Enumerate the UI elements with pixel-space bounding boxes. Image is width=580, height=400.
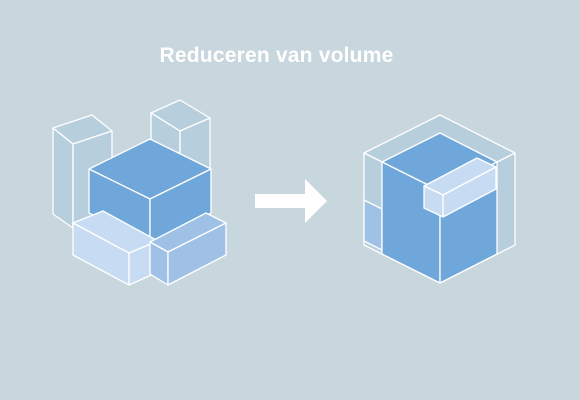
compact-box-icon [363, 114, 516, 284]
center-cube [88, 138, 212, 244]
scattered-boxes-icon [52, 99, 227, 286]
front-right-slab [149, 212, 227, 286]
diagram-title: Reduceren van volume [159, 44, 394, 67]
packed-light-slab [423, 157, 497, 218]
arrow-right-icon [255, 179, 327, 223]
small-left-slab [363, 199, 383, 251]
